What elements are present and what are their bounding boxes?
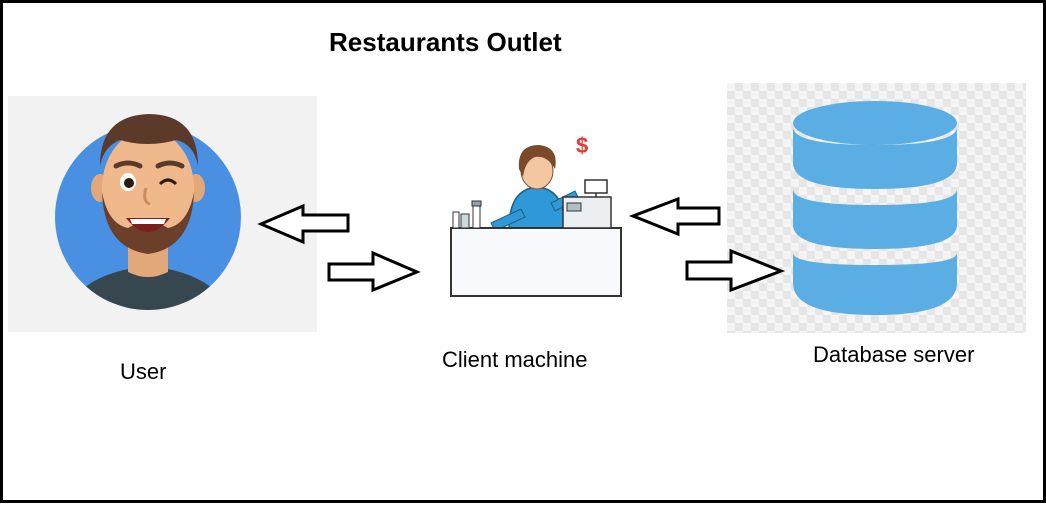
connector-layer [257,196,786,293]
cashier-counter-icon: $ [450,133,622,297]
client-node: $ [391,91,691,341]
db-node [727,83,1026,333]
db-label: Database server [813,342,975,367]
user-node [8,96,317,332]
user-label: User [120,359,167,384]
price-tag-icon: $ [576,133,588,158]
arrow-client-to-user [257,203,350,245]
diagram-title: Restaurants Outlet [329,27,562,57]
arrow-user-to-client [327,250,421,293]
arrow-client-to-db [685,248,786,293]
user-avatar-icon [55,114,241,310]
database-icon [793,101,957,315]
arrow-db-to-client [628,196,721,237]
client-label: Client machine [442,347,588,372]
